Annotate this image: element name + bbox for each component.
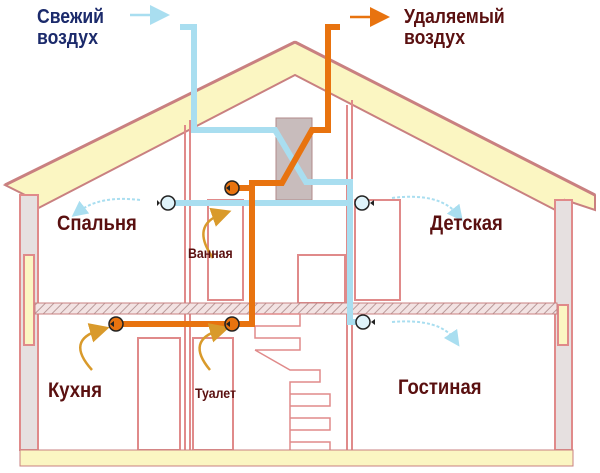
airflow-arrow-icon (79, 323, 110, 371)
room-label-bathroom: Ванная (188, 245, 233, 261)
fresh-air-label-line: воздух (37, 27, 99, 49)
airflow-arrow-icon (71, 197, 141, 217)
exhaust-air-label-line: Удаляемый (404, 6, 505, 28)
fresh-air-label-line: Свежий (37, 6, 104, 28)
airflow-arrow-icon (391, 195, 463, 222)
fresh-air-label: Свежий воздух (37, 7, 104, 49)
supply-valve-icon (355, 314, 375, 330)
floor-slab (34, 302, 558, 315)
room-label-bedroom: Спальня (57, 212, 137, 235)
supply-valve-icon (157, 195, 176, 211)
supply-valve-icon (354, 195, 374, 211)
exhaust-valve-icon (224, 316, 240, 332)
exhaust-valve-icon (108, 316, 124, 332)
stairs (254, 313, 331, 455)
foundation (19, 449, 574, 467)
room-label-kitchen: Кухня (48, 379, 103, 402)
walls (19, 100, 573, 451)
exhaust-air-label-line: воздух (404, 27, 466, 49)
fresh-air-duct (170, 24, 360, 325)
exhaust-air-label: Удаляемый воздух (404, 7, 505, 49)
airflow-arrow-icon (391, 320, 460, 347)
airflow-arrow-icon (202, 207, 232, 259)
exhaust-valve-icon (224, 180, 240, 196)
airflow-arrow-icon (198, 323, 230, 371)
room-label-kids-room: Детская (430, 212, 503, 235)
room-label-living-room: Гостиная (398, 376, 482, 399)
room-label-toilet: Туалет (195, 385, 236, 401)
